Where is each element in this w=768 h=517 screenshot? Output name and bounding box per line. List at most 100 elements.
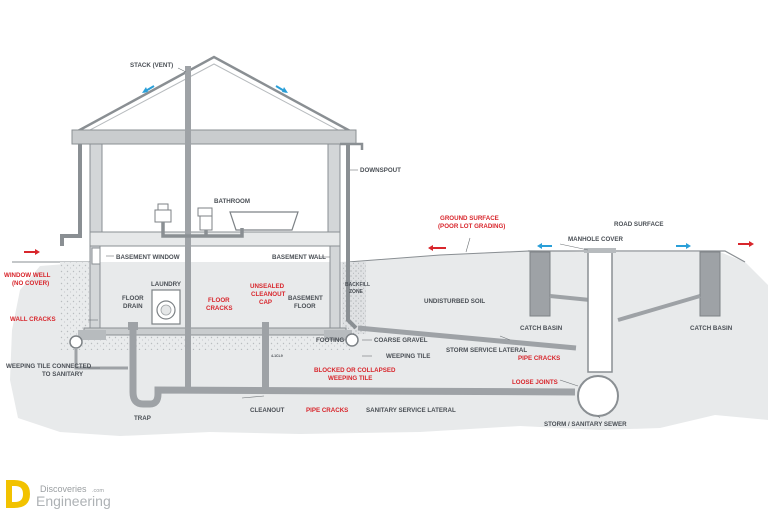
wall-right-upper bbox=[327, 143, 341, 237]
main-floor-slab bbox=[89, 231, 341, 247]
catch-basin-left-pipe bbox=[549, 294, 591, 302]
downspout-right bbox=[346, 144, 358, 330]
problem-ground-surface-line1: GROUND SURFACE bbox=[440, 215, 499, 222]
floor-drain-pipe bbox=[129, 328, 576, 408]
arrow-ground-surface-head-icon bbox=[428, 245, 433, 251]
problem-wall-cracks: WALL CRACKS bbox=[10, 316, 56, 323]
label-trap: TRAP bbox=[134, 415, 151, 422]
arrow-road-left-head-icon bbox=[537, 243, 542, 249]
problem-window-well-line2: (NO COVER) bbox=[12, 280, 49, 287]
stack-vent-pipe bbox=[185, 66, 191, 242]
bathroom-drain-pipes bbox=[161, 222, 244, 238]
eave bbox=[71, 129, 357, 145]
label-basement-floor-line1: BASEMENT bbox=[288, 295, 323, 302]
problem-pipe-cracks-right: PIPE CRACKS bbox=[518, 355, 560, 362]
problem-ground-surface-line2: (POOR LOT GRADING) bbox=[438, 223, 505, 230]
sink-top bbox=[157, 203, 169, 211]
label-storm-sanitary-sewer: STORM / SANITARY SEWER bbox=[544, 421, 627, 428]
laundry-machine bbox=[151, 289, 181, 325]
label-laundry: LAUNDRY bbox=[151, 281, 182, 288]
cleanout-pipe bbox=[262, 322, 269, 394]
label-catch-basin-left: CATCH BASIN bbox=[520, 325, 563, 332]
label-floor-drain-line2: DRAIN bbox=[123, 303, 143, 310]
weeping-tile-left bbox=[69, 335, 83, 349]
problem-labels: WINDOW WELL (NO COVER) WALL CRACKS FLOOR… bbox=[4, 215, 560, 414]
airflow-arrows bbox=[142, 85, 691, 249]
leader-lines bbox=[88, 67, 601, 419]
label-cleanout: CLEANOUT bbox=[250, 407, 285, 414]
label-weeping-tile-connected-line2: TO SANITARY bbox=[42, 371, 84, 378]
problem-floor-cracks-line2: CRACKS bbox=[206, 305, 232, 312]
problem-pipe-cracks-bottom: PIPE CRACKS bbox=[306, 407, 348, 414]
problem-window-well-line1: WINDOW WELL bbox=[4, 272, 51, 279]
label-catch-basin-right: CATCH BASIN bbox=[690, 325, 733, 332]
arrow-window-well-head-icon bbox=[35, 249, 40, 255]
label-stack-vent: STACK (VENT) bbox=[130, 62, 173, 69]
logo-mark-cutout-icon bbox=[12, 486, 23, 502]
storm-sanitary-sewer-pipe bbox=[577, 375, 619, 417]
logo-com: .com bbox=[92, 488, 104, 494]
basement-wall-right bbox=[329, 245, 341, 333]
footing-right bbox=[324, 330, 352, 340]
label-downspout: DOWNSPOUT bbox=[360, 167, 401, 174]
logo-discoveries: Discoveries bbox=[40, 484, 87, 494]
bathroom-fixtures bbox=[154, 203, 299, 231]
arrow-road-edge-head-icon bbox=[749, 241, 754, 247]
catch-basin-left bbox=[529, 251, 551, 317]
ground-line-right bbox=[347, 250, 531, 263]
problem-blocked-tile-line1: BLOCKED OR COLLAPSED bbox=[314, 367, 396, 374]
label-bathroom: BATHROOM bbox=[214, 198, 250, 205]
basement-floor bbox=[83, 327, 347, 336]
logo-engineering: Engineering bbox=[36, 493, 111, 509]
label-coarse-gravel: COARSE GRAVEL bbox=[374, 337, 428, 344]
problem-unsealed-cap-line2: CLEANOUT bbox=[251, 291, 286, 298]
weeping-tile-left-pipe bbox=[74, 348, 128, 370]
label-undisturbed-soil: UNDISTURBED SOIL bbox=[424, 298, 485, 305]
footing-left bbox=[78, 330, 106, 340]
problem-floor-cracks-line1: FLOOR bbox=[208, 297, 230, 304]
label-storm-service-lateral: STORM SERVICE LATERAL bbox=[446, 347, 527, 354]
washer-door-inner bbox=[160, 304, 172, 316]
label-basement-floor-line2: FLOOR bbox=[294, 303, 316, 310]
label-backfill-zone-line2: ZONE bbox=[349, 289, 364, 295]
catch-basin-right bbox=[699, 251, 721, 317]
roof-inner bbox=[89, 63, 339, 131]
gutter-right bbox=[340, 142, 364, 150]
downspout-left bbox=[60, 144, 82, 246]
floor-drain bbox=[128, 322, 138, 330]
problem-unsealed-cap-line1: UNSEALED bbox=[250, 283, 285, 290]
label-floor-drain-line1: FLOOR bbox=[122, 295, 144, 302]
problem-unsealed-cap-line3: CAP bbox=[259, 299, 272, 306]
arrow-road-right-head-icon bbox=[686, 243, 691, 249]
engineering-discoveries-logo: Discoveries .com Engineering bbox=[6, 480, 111, 509]
label-footing: FOOTING bbox=[316, 337, 344, 344]
label-road-surface: ROAD SURFACE bbox=[614, 221, 664, 228]
label-weeping-tile: WEEPING TILE bbox=[386, 353, 430, 360]
label-manhole-cover: MANHOLE COVER bbox=[568, 236, 624, 243]
manhole-shaft bbox=[587, 251, 613, 373]
wall-left-upper bbox=[89, 143, 103, 237]
problem-loose-joints: LOOSE JOINTS bbox=[512, 379, 558, 386]
weeping-tile-right bbox=[345, 333, 359, 347]
runoff-arrows bbox=[24, 241, 754, 255]
toilet-bowl bbox=[199, 215, 213, 231]
storm-service-lateral bbox=[357, 325, 577, 351]
label-basement-window: BASEMENT WINDOW bbox=[116, 254, 180, 261]
label-backfill-zone-line1: BACKFILL bbox=[345, 282, 370, 288]
labels: STACK (VENT) DOWNSPOUT BATHROOM BASEMENT… bbox=[6, 62, 733, 428]
problem-blocked-tile-line2: WEEPING TILE bbox=[328, 375, 372, 382]
toilet-tank bbox=[197, 207, 213, 217]
bathtub bbox=[229, 211, 299, 231]
arrow-roof-right-head-icon bbox=[282, 87, 288, 93]
label-sanitary-service-lateral: SANITARY SERVICE LATERAL bbox=[366, 407, 456, 414]
catch-basin-right-pipe bbox=[617, 294, 701, 322]
manhole-cover bbox=[584, 248, 616, 253]
basement-window bbox=[91, 247, 101, 265]
arrow-roof-left-head-icon bbox=[142, 87, 148, 93]
sink bbox=[154, 209, 172, 223]
label-weeping-tile-connected-line1: WEEPING TILE CONNECTED bbox=[6, 363, 92, 370]
label-small-marker: 4-1CL9 bbox=[271, 354, 283, 358]
label-basement-wall: BASEMENT WALL bbox=[272, 254, 326, 261]
